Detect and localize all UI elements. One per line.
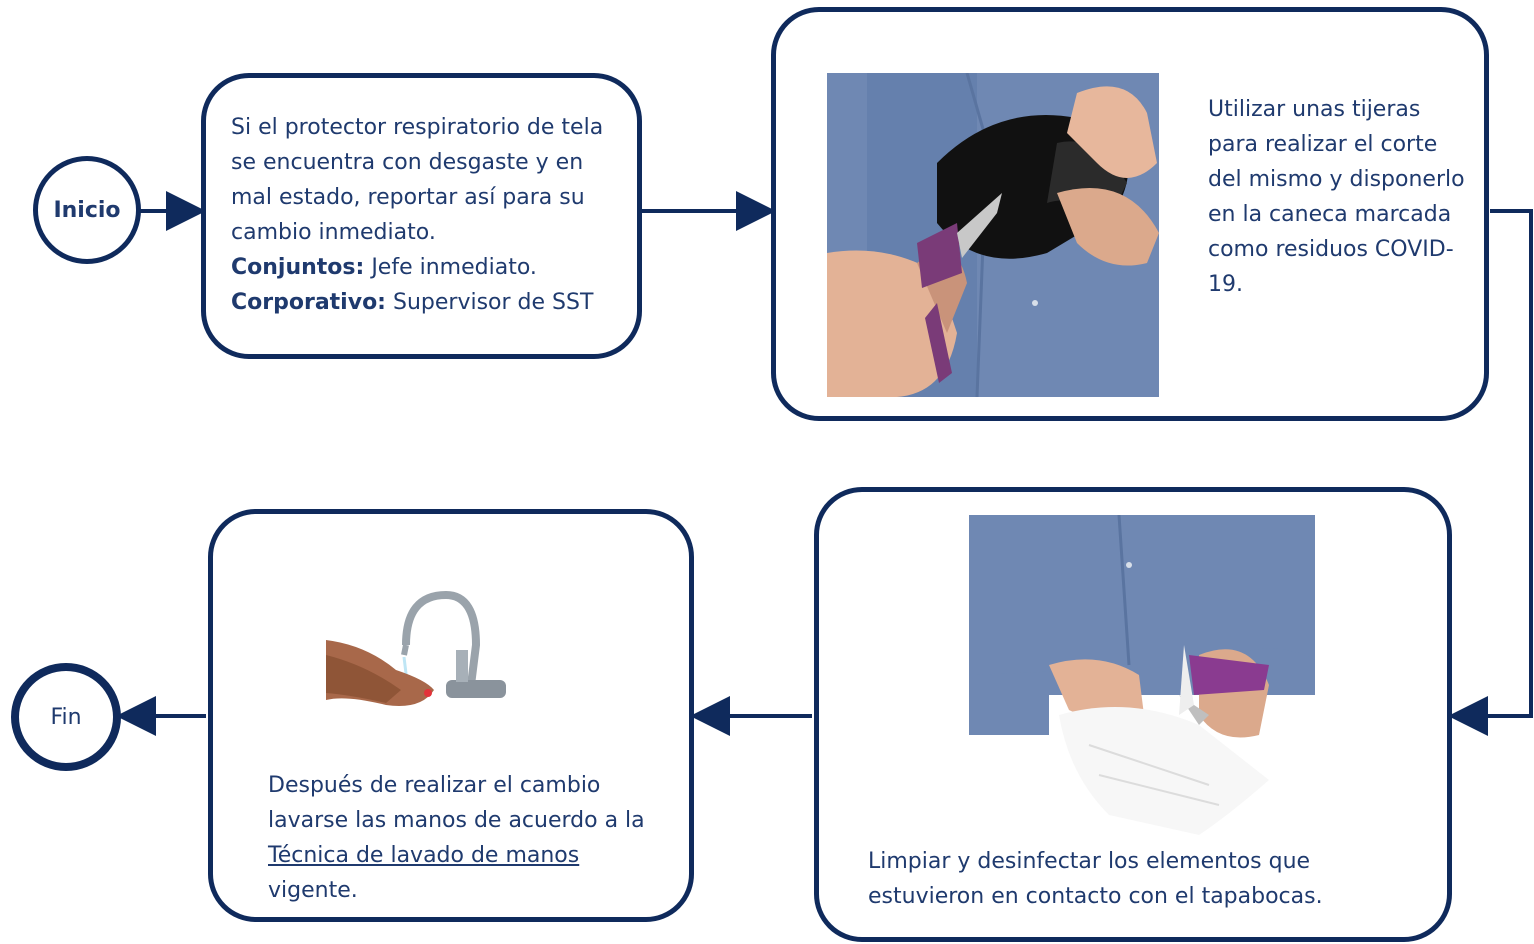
step-4-image bbox=[326, 585, 510, 720]
end-label: Fin bbox=[50, 704, 82, 730]
start-node: Inicio bbox=[33, 156, 141, 264]
step-1-line1-value: Jefe inmediato. bbox=[371, 255, 537, 280]
step-3-text: Limpiar y desinfectar los elementos que … bbox=[868, 849, 1323, 909]
step-2-text: Utilizar unas tijeras para realizar el c… bbox=[1208, 97, 1465, 297]
step-2-image bbox=[827, 73, 1159, 397]
step-1-box bbox=[201, 73, 642, 359]
cutting-mask-photo-icon bbox=[827, 73, 1159, 397]
step-3-image bbox=[969, 515, 1315, 835]
start-label: Inicio bbox=[53, 197, 121, 223]
end-node: Fin bbox=[11, 663, 121, 771]
step-1-line1-label: Conjuntos: bbox=[231, 255, 365, 280]
step-4-text-block: Después de realizar el cambio lavarse la… bbox=[268, 768, 658, 908]
step-1-text: Si el protector respiratorio de tela se … bbox=[231, 115, 604, 245]
handwashing-faucet-photo-icon bbox=[326, 585, 510, 720]
step-1-line2-label: Corporativo: bbox=[231, 290, 386, 315]
cleaning-scissors-photo-icon bbox=[969, 515, 1315, 835]
step-1-text-block: Si el protector respiratorio de tela se … bbox=[231, 110, 621, 320]
step-4-text-before: Después de realizar el cambio lavarse la… bbox=[268, 773, 645, 833]
arrow-step2-to-step3 bbox=[1448, 209, 1533, 736]
step-1-line2-value: Supervisor de SST bbox=[392, 290, 594, 315]
handwashing-technique-link[interactable]: Técnica de lavado de manos bbox=[268, 843, 580, 868]
step-4-text-after: vigente. bbox=[268, 878, 358, 903]
